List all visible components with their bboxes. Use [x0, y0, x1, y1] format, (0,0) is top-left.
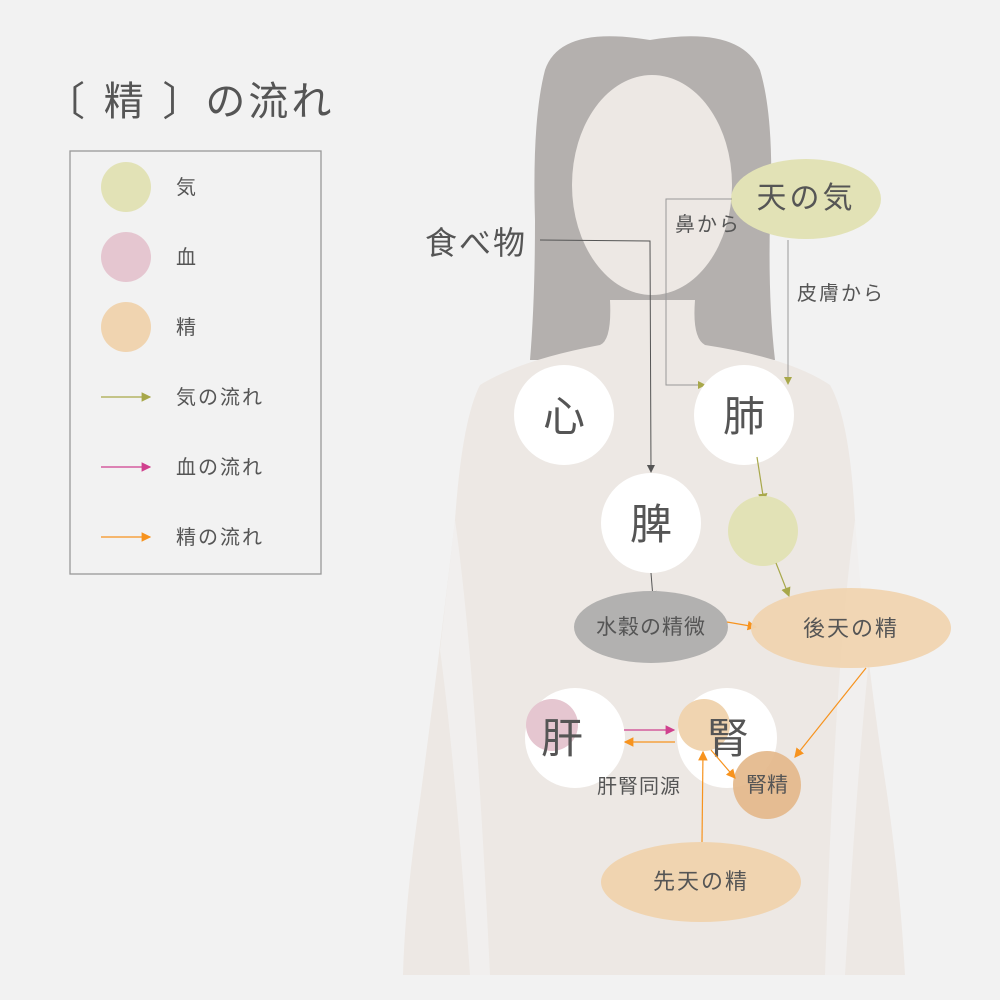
- kidney-sei-overlay: [678, 699, 730, 751]
- legend-box: [69, 150, 322, 575]
- from-nose-label: 鼻から: [675, 212, 741, 236]
- legend-label: 血の流れ: [176, 455, 264, 479]
- legend-label: 精の流れ: [176, 525, 264, 549]
- legend-sei-swatch: [101, 302, 151, 352]
- legend-ketsu-swatch: [101, 232, 151, 282]
- legend-label: 気の流れ: [176, 385, 264, 409]
- heart-label: 心: [543, 392, 585, 441]
- legend-label: 血: [176, 245, 196, 269]
- spleen-node: [601, 473, 701, 573]
- kanjin-label: 肝腎同源: [597, 774, 681, 798]
- kouten-label: 後天の精: [803, 617, 899, 642]
- legend-label: 精: [176, 315, 196, 339]
- page-title: 〔 精 〕の流れ: [45, 79, 334, 125]
- kidney-to-jinsei-arrow: [710, 749, 736, 779]
- lung-ki-arrow: [756, 456, 768, 504]
- senten-label: 先天の精: [653, 870, 749, 895]
- nose-flow-arrow: [665, 198, 732, 389]
- legend: 気 血 精 気の流れ 血の流れ 精の流れ: [69, 150, 322, 575]
- kidney-label: 腎: [707, 714, 749, 763]
- face: [572, 75, 732, 295]
- food-flow-arrow: [539, 239, 655, 473]
- senten-to-kidney-arrow: [698, 750, 708, 843]
- legend-label: 気: [176, 175, 196, 199]
- lung-node: [694, 365, 794, 465]
- heaven-ki-label: 天の気: [757, 181, 856, 216]
- suikoku-label: 水穀の精微: [596, 615, 706, 639]
- liver-label: 肝: [541, 714, 583, 763]
- legend-ki-swatch: [101, 162, 151, 212]
- heaven-ki-node: [731, 159, 881, 239]
- kouten-node: [751, 588, 951, 668]
- arm-gap-left: [440, 520, 490, 975]
- kouten-to-jinsei-arrow: [794, 667, 867, 758]
- senten-node: [601, 842, 801, 922]
- food-label: 食べ物: [425, 224, 527, 262]
- suikoku-node: [574, 591, 728, 663]
- jinsei-node: [733, 751, 801, 819]
- liver-ketsu-overlay: [526, 699, 578, 751]
- heart-node: [514, 365, 614, 465]
- lung-label: 肺: [723, 392, 765, 441]
- spleen-label: 脾: [630, 500, 672, 549]
- lung-ki-node: [728, 496, 798, 566]
- jinsei-label: 腎精: [746, 773, 788, 797]
- from-skin-label: 皮膚から: [797, 281, 885, 305]
- ki-to-kouten-arrow: [775, 562, 791, 598]
